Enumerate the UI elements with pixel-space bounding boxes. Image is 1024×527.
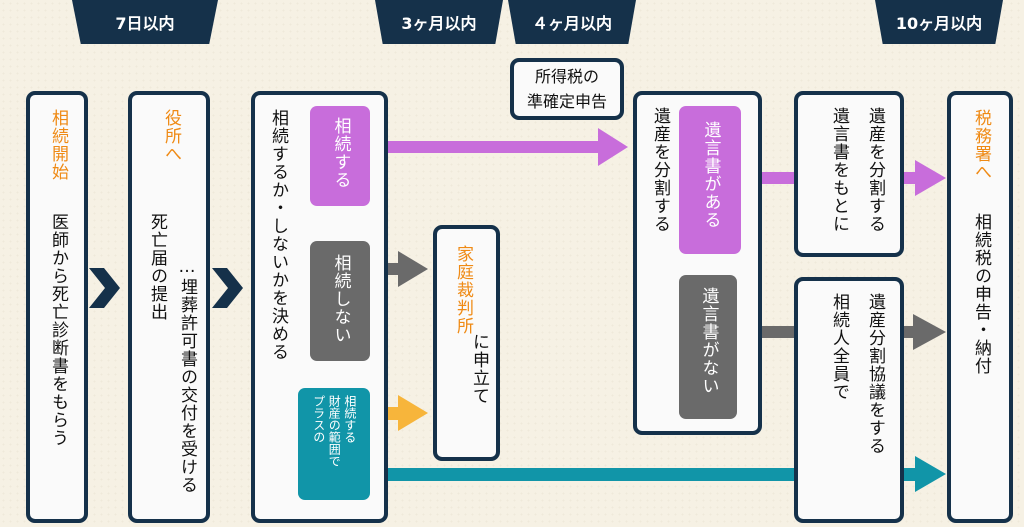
box-start: 相続開始 医師から死亡診断書をもらう <box>26 91 88 523</box>
income-tax-line2: 準確定申告 <box>526 91 607 111</box>
box-start-title: 相続開始 <box>48 109 68 181</box>
teal-arrow-shaft <box>369 468 799 481</box>
deadline-4months: ４ヶ月以内 <box>508 0 636 44</box>
box-division-agreement: 遺産分割協議をする 相続人全員で <box>794 277 904 523</box>
division-agreement-line1: 遺産分割協議をする <box>865 293 885 455</box>
burial-permit-text: …埋葬許可書の交付を受ける <box>177 257 197 494</box>
family-court-body: に申立て <box>469 333 489 405</box>
division-agreement-line2: 相続人全員で <box>829 293 849 401</box>
option-limited: 相続する 財産の範囲で プラスの <box>298 388 370 500</box>
box-divide-by-will: 遺産を分割する 遺言書をもとに <box>794 91 904 257</box>
box-city-office-title: 役所へ <box>161 109 181 163</box>
option-limited-text: 相続する 財産の範囲で プラスの <box>311 395 357 500</box>
option-limited-line2: 財産の範囲で <box>327 395 342 467</box>
gray-arrow-head <box>398 251 428 287</box>
will-exists-label: 遺言書がある <box>700 121 721 229</box>
family-court-title: 家庭裁判所 <box>453 245 473 335</box>
deadline-7days: 7日以内 <box>72 0 218 44</box>
box-family-court: 家庭裁判所 に申立て <box>433 225 500 461</box>
arrow-1-to-2 <box>89 268 120 308</box>
teal-arrow-head <box>915 456 946 492</box>
gray-arrow-3-head <box>913 314 946 350</box>
death-notice-text: 死亡届の提出 <box>147 213 167 321</box>
deadline-3months: 3ヶ月以内 <box>375 0 503 44</box>
box-city-office: 役所へ 死亡届の提出 …埋葬許可書の交付を受ける <box>128 91 210 523</box>
option-inherit: 相続する <box>310 106 370 206</box>
income-tax-text: 所得税の 準確定申告 <box>514 65 620 115</box>
purple-arrow-head <box>598 128 628 166</box>
purple-arrow-3-head <box>915 160 946 196</box>
purple-arrow-shaft <box>369 141 601 153</box>
income-tax-line1: 所得税の <box>534 67 599 86</box>
will-exists: 遺言書がある <box>679 106 741 254</box>
divide-by-will-line1: 遺産を分割する <box>865 107 885 233</box>
option-renounce: 相続しない <box>310 241 370 361</box>
box-tax-office: 税務署へ 相続税の申告・納付 <box>947 91 1013 523</box>
option-limited-line3: プラスの <box>311 395 326 443</box>
box-decide-body: 相続するか・しないかを決める <box>267 109 288 361</box>
deadline-10months: 10ヶ月以内 <box>875 0 1003 44</box>
option-limited-line1: 相続する <box>342 395 357 443</box>
tax-office-title: 税務署へ <box>971 109 991 181</box>
purple-arrow-3-shaft <box>902 172 918 184</box>
box-start-body: 医師から死亡診断書をもらう <box>48 213 68 447</box>
option-renounce-label: 相続しない <box>330 254 351 344</box>
will-absent-label: 遺言書がない <box>698 287 719 395</box>
arrow-2-to-3 <box>212 268 243 308</box>
estate-division-body: 遺産を分割する <box>649 107 670 233</box>
box-income-tax: 所得税の 準確定申告 <box>510 58 624 120</box>
gray-arrow-3-shaft <box>902 326 916 338</box>
will-absent: 遺言書がない <box>679 275 737 419</box>
tax-office-body: 相続税の申告・納付 <box>971 213 991 375</box>
option-inherit-label: 相続する <box>330 117 351 189</box>
yellow-arrow-head <box>398 395 428 431</box>
teal-arrow-2-shaft <box>902 468 918 481</box>
divide-by-will-line2: 遺言書をもとに <box>829 107 849 233</box>
